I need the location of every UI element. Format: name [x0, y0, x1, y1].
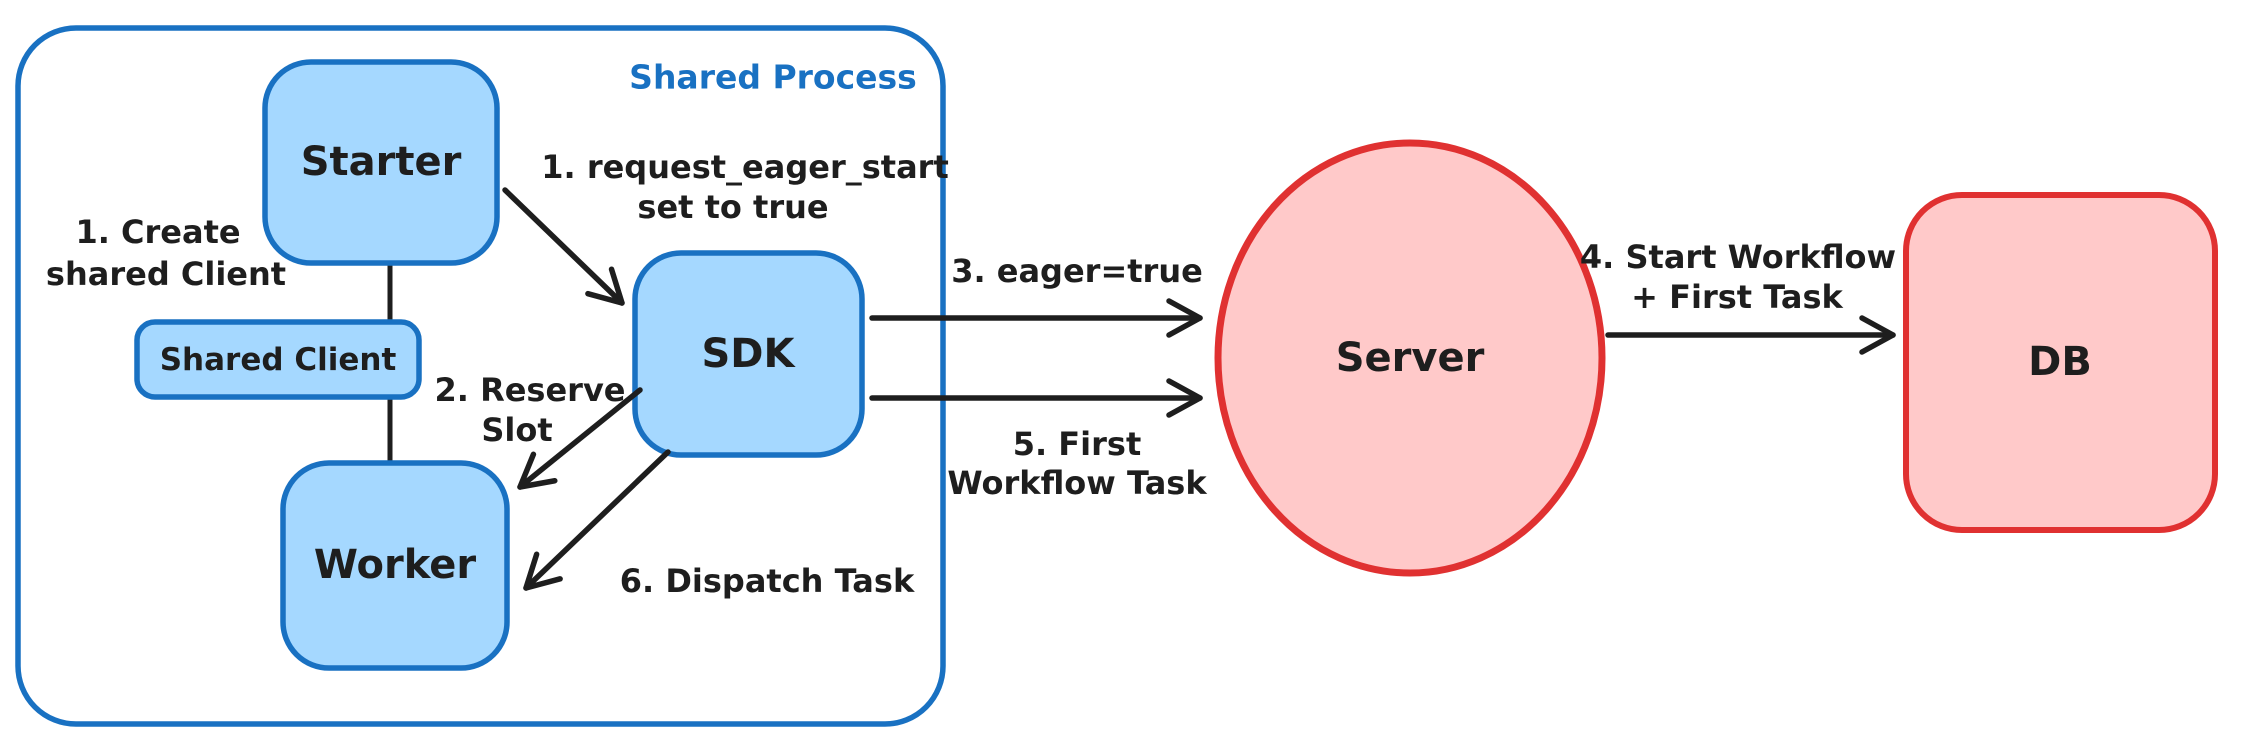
- shared-client-label: Shared Client: [160, 342, 397, 378]
- server-node: [1214, 139, 1606, 577]
- annotation-first-workflow-task-line1: 5. First: [1013, 425, 1142, 463]
- annotation-reserve-slot-line2: Slot: [481, 411, 552, 449]
- annotation-eager-true: 3. eager=true: [951, 252, 1203, 290]
- annotation-create-shared-client-line2: shared Client: [46, 255, 286, 293]
- annotation-dispatch-task: 6. Dispatch Task: [620, 562, 915, 600]
- annotation-start-workflow-line2: + First Task: [1631, 278, 1843, 316]
- annotation-create-shared-client-line1: 1. Create: [75, 213, 240, 251]
- annotation-reserve-slot-line1: 2. Reserve: [435, 371, 626, 409]
- annotation-start-workflow-line1: 4. Start Workflow: [1580, 238, 1896, 276]
- server-label: Server: [1336, 335, 1485, 381]
- shared-process-label: Shared Process: [629, 58, 917, 97]
- shared-client-node: [134, 319, 422, 400]
- arrow-starter-to-sdk: [502, 187, 625, 306]
- annotation-request-eager-start-line2: set to true: [637, 188, 828, 226]
- db-label: DB: [2028, 339, 2092, 385]
- worker-label: Worker: [314, 542, 477, 588]
- sdk-node: [632, 250, 865, 458]
- annotation-first-workflow-task-line2: Workflow Task: [947, 464, 1207, 502]
- starter-label: Starter: [301, 139, 462, 185]
- arrow-sdk-dispatch-task: [523, 449, 671, 591]
- sdk-label: SDK: [701, 331, 796, 377]
- shared-process-container: [15, 25, 946, 727]
- starter-node: [262, 59, 500, 266]
- arrow-sdk-to-worker-reserve-slot: [517, 387, 643, 490]
- worker-node: [280, 460, 510, 671]
- annotation-request-eager-start-line1: 1. request_eager_start: [541, 148, 948, 186]
- db-node: [1903, 192, 2218, 533]
